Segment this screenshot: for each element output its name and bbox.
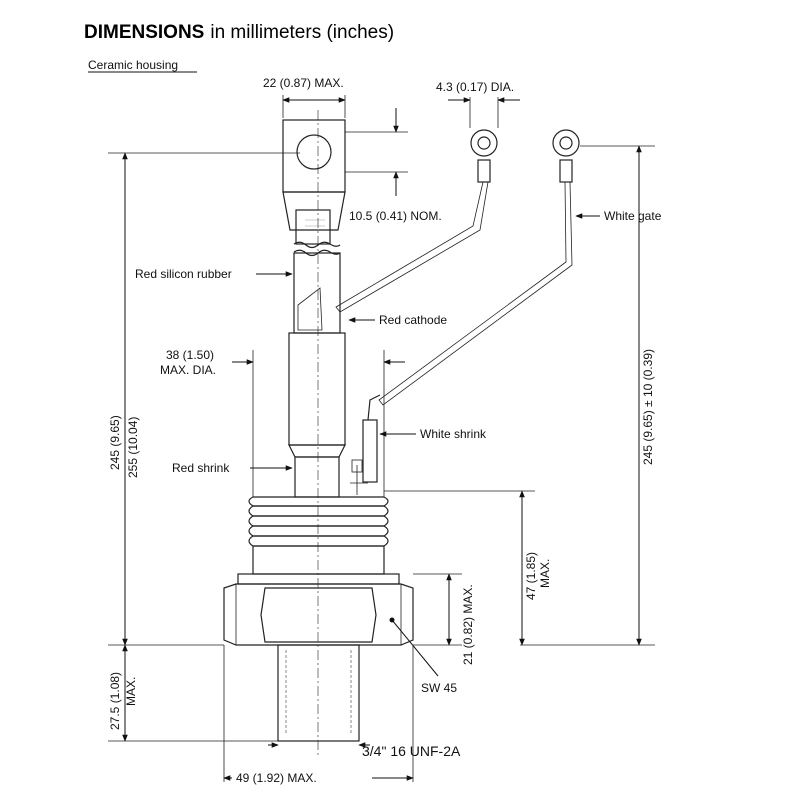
- max-dia-label-2: MAX. DIA.: [160, 363, 216, 377]
- top-width-label: 22 (0.87) MAX.: [263, 76, 344, 90]
- thread-len-label-1: 27.5 (1.08): [108, 672, 122, 730]
- housing-subtitle: Ceramic housing: [88, 58, 178, 72]
- left-height-label-2: 255 (10.04): [126, 417, 140, 478]
- terminal-dia-label: 4.3 (0.17) DIA.: [436, 80, 514, 94]
- gate-lead: [378, 129, 580, 406]
- red-cathode-label: Red cathode: [379, 313, 447, 327]
- h47-label-1: 47 (1.85): [524, 552, 538, 600]
- hole-nom-label: 10.5 (0.41) NOM.: [349, 209, 442, 223]
- white-shrink-label: White shrink: [420, 427, 487, 441]
- left-height-label-1: 245 (9.65): [108, 415, 122, 470]
- max-dia-label-1: 38 (1.50): [166, 348, 214, 362]
- bottom-width-label: 49 (1.92) MAX.: [236, 771, 317, 785]
- thread-len-label-2: MAX.: [124, 677, 138, 706]
- red-shrink-label: Red shrink: [172, 461, 230, 475]
- white-gate-label: White gate: [604, 209, 662, 223]
- sw-label: SW 45: [421, 681, 457, 695]
- thread-spec-label: 3/4" 16 UNF-2A: [362, 743, 461, 759]
- h21-label: 21 (0.82) MAX.: [461, 584, 475, 665]
- cathode-lead: [335, 129, 498, 313]
- red-silicon-rubber-label: Red silicon rubber: [135, 267, 232, 281]
- device-body: [223, 110, 414, 755]
- right-height-label: 245 (9.65) ± 10 (0.39): [641, 349, 655, 465]
- h47-label-2: MAX.: [538, 559, 552, 588]
